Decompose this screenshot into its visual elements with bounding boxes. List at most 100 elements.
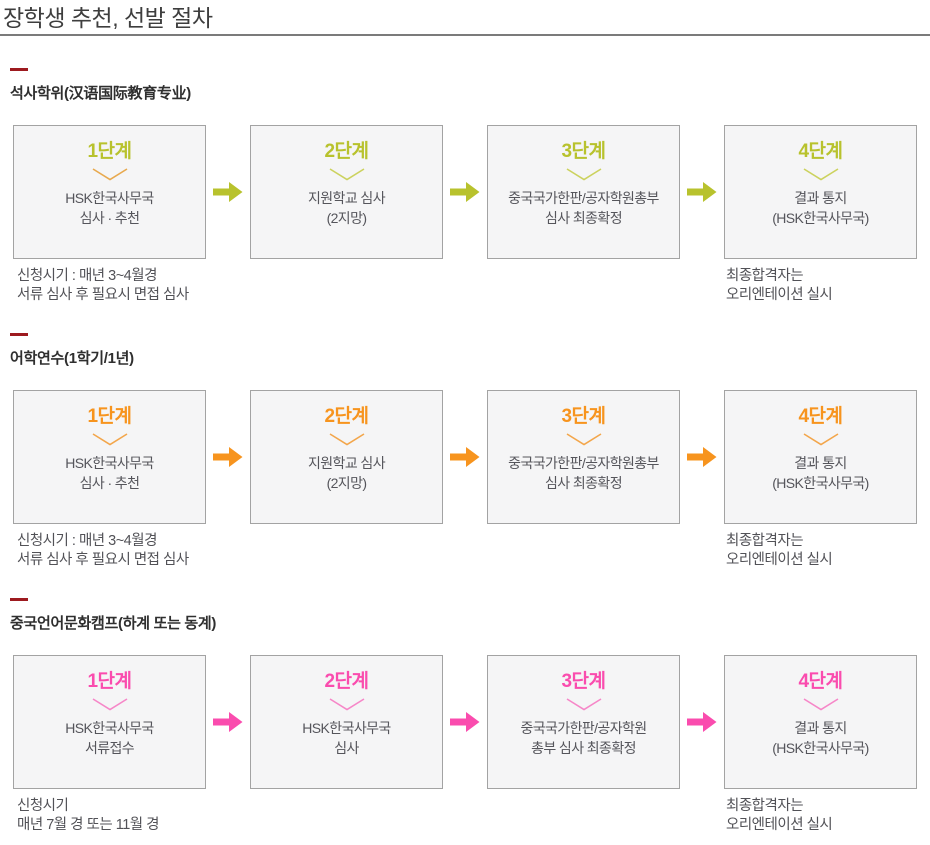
step-line: 결과 통지 — [794, 455, 847, 471]
section-dash — [10, 68, 28, 71]
note-line: 오리엔테이션 실시 — [726, 817, 833, 833]
section-dash — [10, 333, 28, 336]
step-line: (HSK한국사무국) — [772, 740, 869, 756]
step-description: 결과 통지 (HSK한국사무국) — [725, 718, 916, 758]
step-line: (HSK한국사무국) — [772, 210, 869, 226]
step-label: 2단계 — [324, 141, 369, 162]
section-title: 석사학위(汉语国际教育专业) — [10, 85, 191, 102]
arrow-right-icon — [443, 655, 487, 789]
arrow-right-icon — [680, 655, 724, 789]
step-label: 1단계 — [87, 141, 132, 162]
step-description: 결과 통지 (HSK한국사무국) — [725, 453, 916, 493]
step-line: 심사 · 추천 — [79, 475, 140, 491]
chevron-down-icon — [803, 698, 838, 711]
step-label: 1단계 — [87, 671, 132, 692]
step-label: 2단계 — [324, 406, 369, 427]
chevron-down-icon — [803, 433, 838, 446]
note-line: 최종합격자는 — [726, 798, 804, 814]
step-line: (2지망) — [326, 475, 367, 491]
chevron-down-icon — [329, 698, 364, 711]
step-line: 지원학교 심사 — [308, 190, 386, 206]
step-box-2: 2단계 지원학교 심사 (2지망) — [250, 125, 443, 259]
note-line: 신청시기 : 매년 3~4월경 — [17, 268, 157, 284]
step-label: 3단계 — [561, 141, 606, 162]
arrow-right-icon — [206, 390, 250, 524]
arrow-right-icon — [680, 390, 724, 524]
step-box-4: 4단계 결과 통지 (HSK한국사무국) — [724, 655, 917, 789]
note-line: 신청시기 : 매년 3~4월경 — [17, 533, 157, 549]
step-line: 결과 통지 — [794, 720, 847, 736]
step-description: 지원학교 심사 (2지망) — [251, 188, 442, 228]
note-line: 매년 7월 경 또는 11월 경 — [17, 817, 159, 833]
step-line: HSK한국사무국 — [65, 720, 154, 736]
step-label: 1단계 — [87, 406, 132, 427]
step-line: 지원학교 심사 — [308, 455, 386, 471]
step-box-4: 4단계 결과 통지 (HSK한국사무국) — [724, 390, 917, 524]
step-line: HSK한국사무국 — [65, 190, 154, 206]
chevron-down-icon — [566, 433, 601, 446]
section-title: 중국언어문화캠프(하계 또는 동계) — [10, 615, 217, 632]
note-line: 서류 심사 후 필요시 면접 심사 — [17, 552, 189, 568]
chevron-down-icon — [92, 698, 127, 711]
step-label: 4단계 — [798, 671, 843, 692]
chevron-down-icon — [92, 433, 127, 446]
note-line: 오리엔테이션 실시 — [726, 552, 833, 568]
step-line: 서류접수 — [84, 740, 135, 756]
step-line: 심사 최종확정 — [545, 475, 623, 491]
step-label: 3단계 — [561, 671, 606, 692]
step-label: 3단계 — [561, 406, 606, 427]
step-line: (2지망) — [326, 210, 367, 226]
step-line: 심사 · 추천 — [79, 210, 140, 226]
chevron-down-icon — [329, 433, 364, 446]
note-line: 최종합격자는 — [726, 533, 804, 549]
arrow-right-icon — [680, 125, 724, 259]
arrow-right-icon — [443, 390, 487, 524]
section-dash — [10, 598, 28, 601]
step-line: (HSK한국사무국) — [772, 475, 869, 491]
arrow-right-icon — [206, 125, 250, 259]
note-line: 오리엔테이션 실시 — [726, 287, 833, 303]
step-box-2: 2단계 지원학교 심사 (2지망) — [250, 390, 443, 524]
step-description: 지원학교 심사 (2지망) — [251, 453, 442, 493]
step-line: HSK한국사무국 — [302, 720, 391, 736]
step-line: 심사 — [334, 740, 359, 756]
chevron-down-icon — [803, 168, 838, 181]
note-line: 서류 심사 후 필요시 면접 심사 — [17, 287, 189, 303]
section-title: 어학연수(1학기/1년) — [10, 350, 134, 367]
step-line: 총부 심사 최종확정 — [531, 740, 636, 756]
page-title: 장학생 추천, 선발 절차 — [3, 5, 213, 31]
step-box-4: 4단계 결과 통지(HSK한국사무국) — [724, 125, 917, 259]
chevron-down-icon — [92, 168, 127, 181]
step-label: 2단계 — [324, 671, 369, 692]
arrow-right-icon — [443, 125, 487, 259]
step-line: 중국국가한판/공자학원총부 — [508, 455, 659, 471]
step-label: 4단계 — [798, 406, 843, 427]
step-line: HSK한국사무국 — [65, 455, 154, 471]
step-line: 중국국가한판/공자학원 — [520, 720, 647, 736]
note-line: 최종합격자는 — [726, 268, 804, 284]
